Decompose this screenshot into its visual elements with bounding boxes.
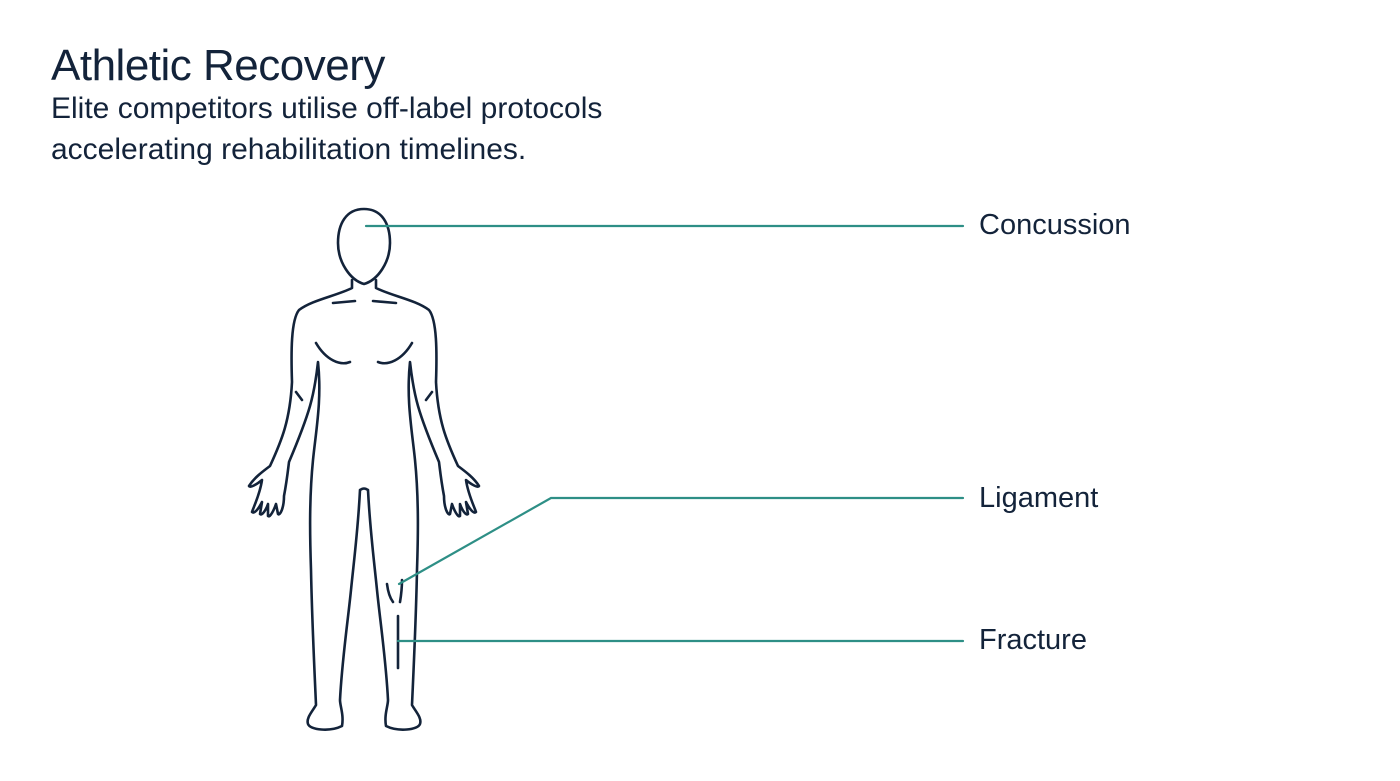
collarbone-left — [331, 299, 357, 305]
subtitle-line-2: accelerating rehabilitation timelines. — [51, 133, 527, 166]
callout-label-fracture: Fracture — [979, 624, 1087, 656]
leader-line-ligament — [397, 496, 965, 586]
collarbone-right — [371, 299, 398, 305]
head-outline — [336, 207, 392, 286]
callout-label-concussion: Concussion — [979, 209, 1131, 241]
leader-lines — [364, 224, 965, 643]
callout-label-ligament: Ligament — [979, 482, 1099, 514]
page-subtitle: Elite competitors utilise off-label prot… — [51, 88, 811, 170]
knee-mark-left — [385, 582, 395, 604]
human-body-outline-icon — [247, 207, 481, 731]
arm-crease-left — [294, 390, 304, 402]
chest-right — [376, 341, 414, 365]
arm-crease-right — [424, 390, 434, 402]
chest-left — [314, 341, 352, 365]
page-title: Athletic Recovery — [51, 41, 385, 90]
subtitle-line-1: Elite competitors utilise off-label prot… — [51, 92, 603, 125]
body-silhouette — [247, 278, 481, 731]
